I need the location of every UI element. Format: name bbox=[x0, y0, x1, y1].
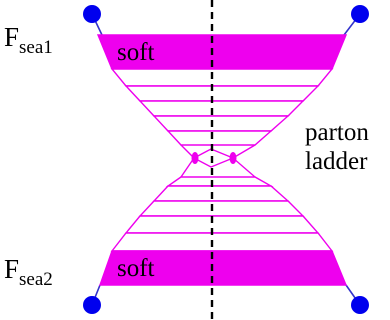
soft-label-top: soft bbox=[117, 39, 155, 66]
soft-label-bottom: soft bbox=[117, 255, 155, 282]
parton-label: parton bbox=[305, 119, 369, 146]
top-ladder-rung-3 bbox=[138, 100, 305, 117]
central-vertex-right-dot bbox=[229, 152, 237, 164]
bottom-soft-band bbox=[99, 250, 348, 286]
f-sea2-subscript: sea2 bbox=[19, 269, 53, 290]
f-sea2-main: F bbox=[4, 254, 19, 284]
top-right-blob bbox=[351, 5, 369, 23]
f-sea2-label: Fsea2 bbox=[4, 254, 53, 290]
f-sea1-main: F bbox=[4, 22, 19, 52]
central-vertex-left-dot bbox=[191, 152, 199, 164]
f-sea1-subscript: sea1 bbox=[19, 37, 53, 58]
top-ladder-rung-4 bbox=[152, 115, 290, 132]
top-ladder-rung-1 bbox=[110, 68, 334, 87]
top-left-blob bbox=[83, 5, 101, 23]
central-vertex-lower bbox=[180, 157, 256, 178]
ladder-label: ladder bbox=[305, 148, 368, 175]
f-sea1-label: Fsea1 bbox=[4, 22, 53, 58]
top-ladder-rung-2 bbox=[124, 85, 320, 102]
bottom-ladder-rung-4 bbox=[124, 215, 320, 234]
top-ladder-rung-5 bbox=[166, 130, 273, 146]
bottom-ladder-rung-2 bbox=[152, 185, 290, 202]
bottom-right-blob bbox=[351, 296, 369, 314]
bottom-ladder-rung-5 bbox=[110, 232, 334, 252]
bottom-ladder-rung-3 bbox=[138, 200, 305, 217]
bottom-left-blob bbox=[83, 296, 101, 314]
bottom-ladder-rung-1 bbox=[165, 176, 274, 187]
